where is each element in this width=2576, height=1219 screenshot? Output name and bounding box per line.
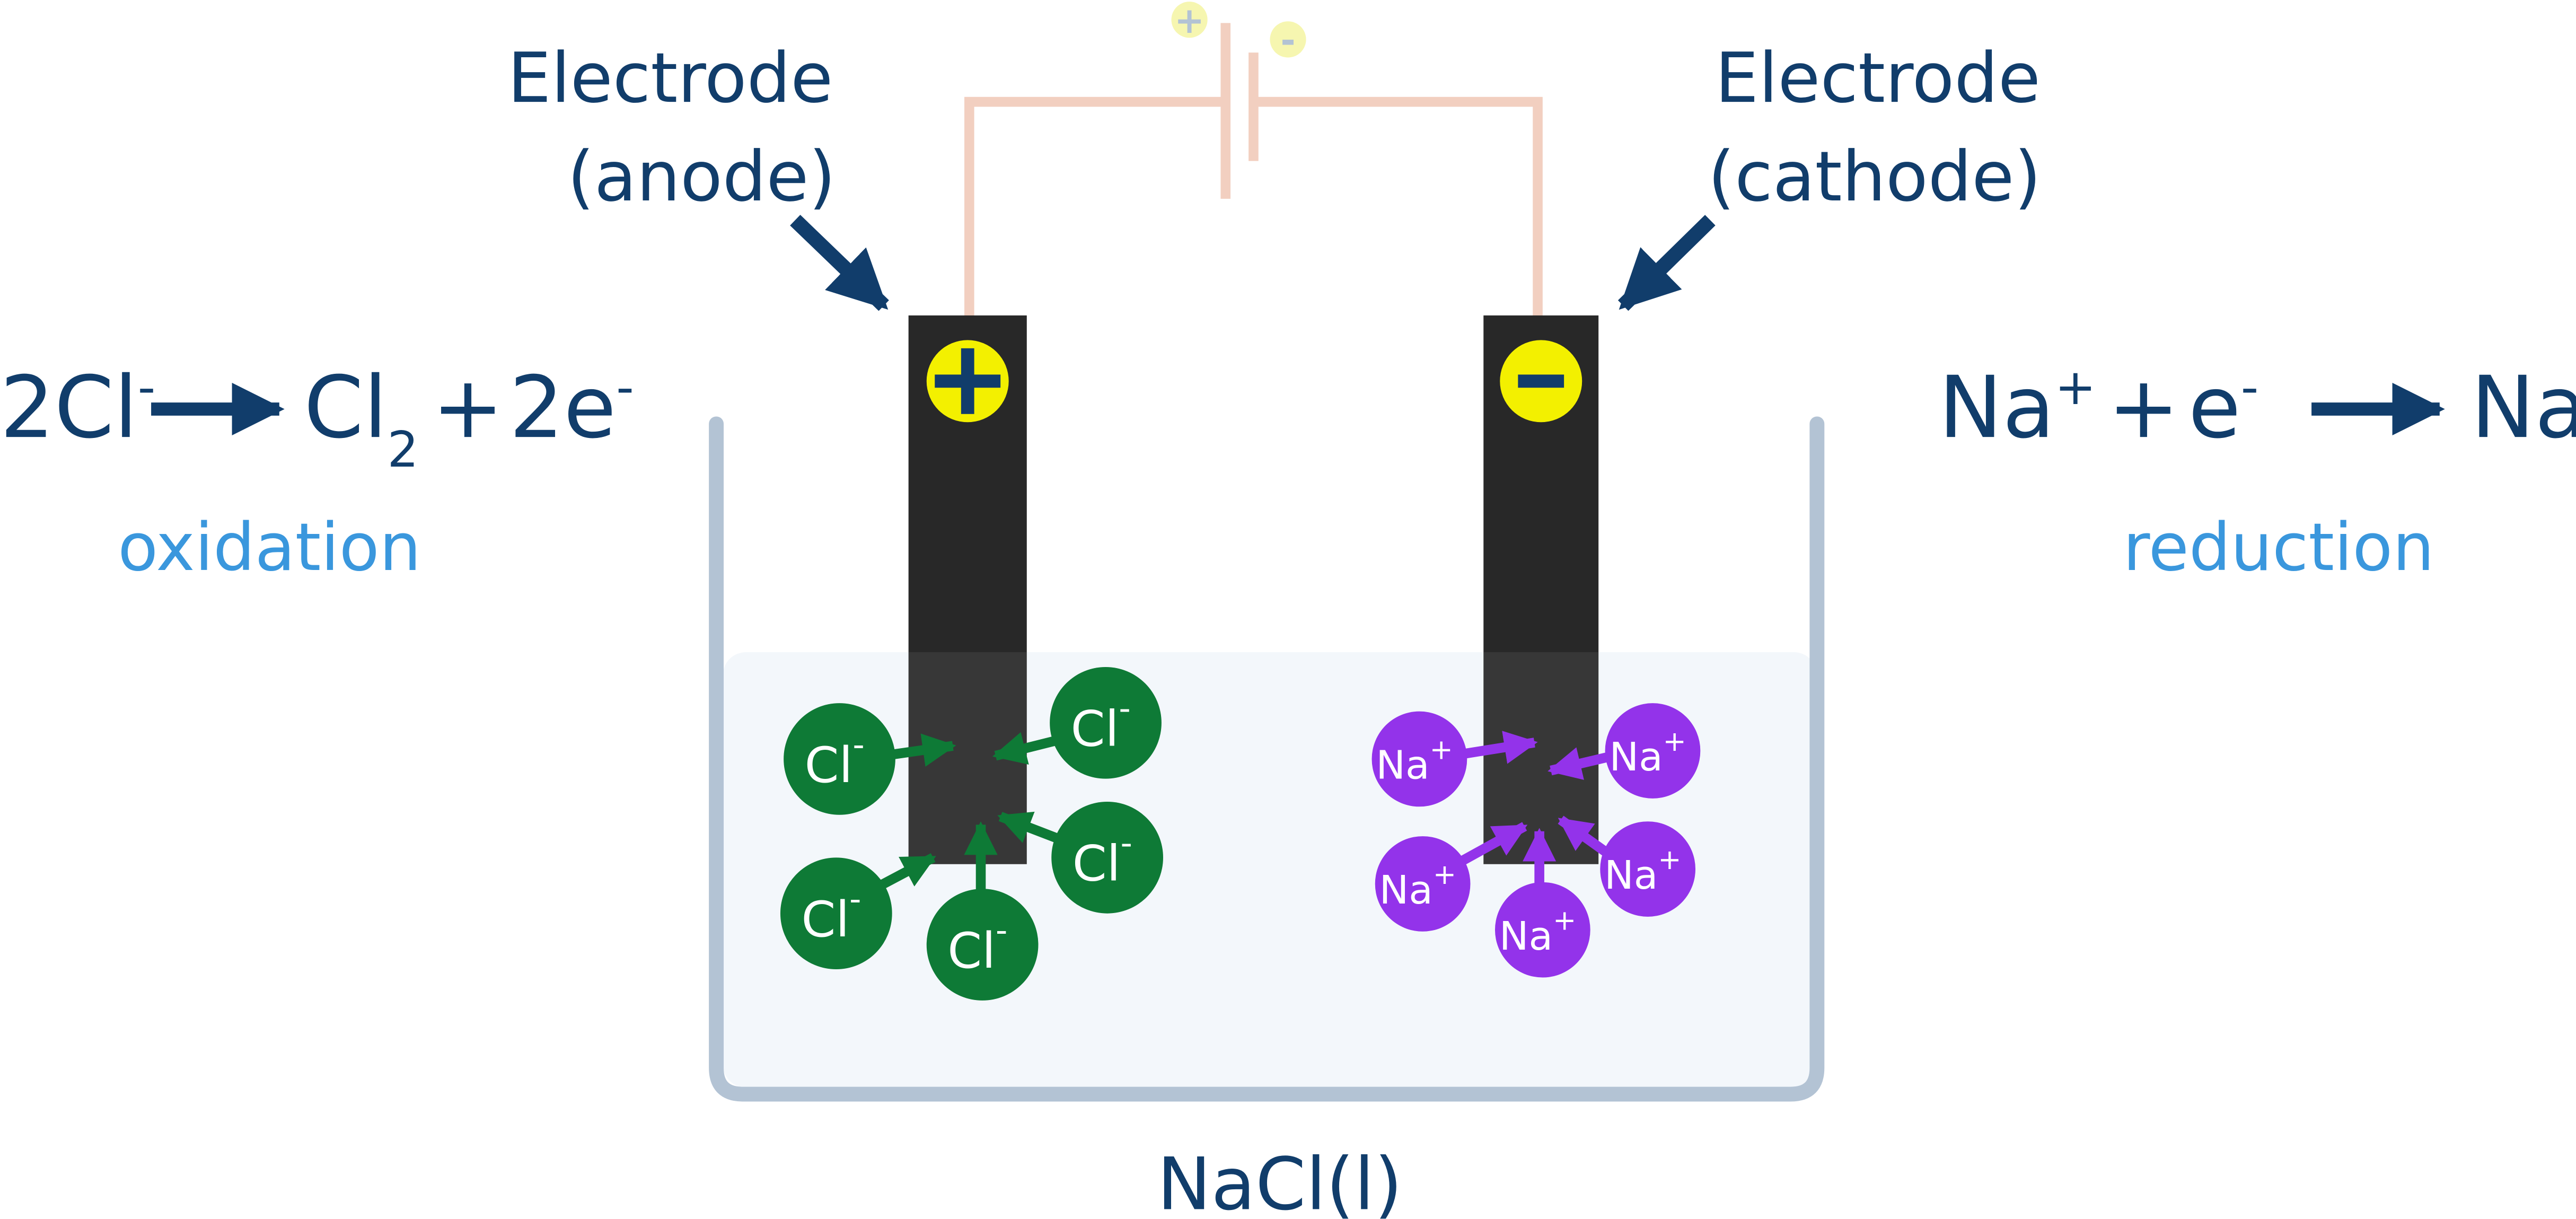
cathode-equation: Na+ + e- Na reduction [1939, 357, 2576, 586]
circuit-wire [964, 97, 1543, 321]
cathode-reactant2: e [2188, 357, 2241, 457]
sodium-ion: Na+ [1558, 815, 1696, 917]
cathode-label-line1: Electrode [1715, 38, 2041, 118]
chloride-ion-charge: - [996, 910, 1007, 949]
sodium-ion-symbol: Na [1499, 913, 1553, 959]
cathode-electrode [1483, 315, 1599, 864]
cathode-reactant2-charge: - [2241, 358, 2259, 416]
beaker [709, 416, 1825, 1102]
svg-text:Na+: Na+ [1604, 844, 1681, 898]
anode-equation: 2Cl- Cl2 + 2e- oxidation [0, 357, 634, 586]
chloride-ions: Cl- Cl- Cl- Cl- [780, 666, 1163, 1001]
svg-text:Na+: Na+ [1499, 905, 1576, 959]
chloride-ion-symbol: Cl [947, 922, 996, 979]
sodium-ion: Na+ [1371, 711, 1538, 807]
sodium-ion: Na+ [1494, 828, 1590, 978]
svg-text:Cl-: Cl- [801, 880, 861, 949]
cathode-reactant1-charge: + [2055, 358, 2096, 416]
svg-text:Cl-: Cl- [1072, 823, 1132, 892]
sodium-ion-charge: + [1553, 905, 1576, 937]
svg-text:Cl-: Cl- [1071, 689, 1131, 758]
cathode-reactant1: Na [1939, 357, 2055, 457]
sodium-ion-symbol: Na [1604, 852, 1658, 898]
cathode-pointer-arrow [1617, 215, 1716, 311]
sodium-ion-charge: + [1658, 844, 1681, 876]
anode-label-line1: Electrode [507, 38, 833, 118]
anode-product1: Cl [304, 357, 387, 457]
svg-text:Na+: Na+ [1939, 357, 2096, 457]
chloride-ion: Cl- [997, 802, 1163, 914]
anode-pointer-arrow [790, 215, 889, 311]
svg-text:2Cl-: 2Cl- [0, 357, 155, 457]
plus-icon [935, 348, 1001, 414]
svg-text:Na+: Na+ [1379, 858, 1456, 913]
sodium-ion-symbol: Na [1609, 734, 1663, 780]
battery-negative-terminal [1270, 21, 1306, 58]
cathode-plus: + [2108, 357, 2179, 457]
anode-electrode [908, 315, 1027, 864]
chloride-ion: Cl- [992, 666, 1162, 779]
chloride-ion-charge: - [1119, 689, 1130, 727]
battery-positive-terminal [1171, 2, 1208, 38]
chloride-ion: Cl- [784, 703, 956, 815]
sodium-ion: Na+ [1375, 822, 1528, 932]
svg-text:Cl-: Cl- [805, 725, 865, 794]
svg-text:Na+: Na+ [1376, 733, 1453, 788]
chloride-ion-symbol: Cl [1071, 700, 1119, 758]
chloride-ion: Cl- [780, 853, 936, 970]
sodium-ion: Na+ [1548, 703, 1701, 799]
chloride-ion-charge: - [852, 725, 864, 764]
sodium-ion-symbol: Na [1379, 867, 1433, 913]
oxidation-label: oxidation [118, 510, 421, 586]
battery-negative-symbol: - [1280, 20, 1295, 62]
svg-text:Cl-: Cl- [947, 910, 1007, 979]
chloride-ion-symbol: Cl [1072, 835, 1121, 892]
anode-plus: + [432, 357, 504, 457]
anode-label-line2: (anode) [567, 136, 836, 217]
battery: + - [1171, 0, 1306, 199]
reduction-label: reduction [2123, 510, 2434, 586]
sodium-ions: Na+ Na+ Na+ Na+ [1371, 703, 1701, 978]
anode-product2-charge: - [616, 358, 634, 416]
svg-text:Na+: Na+ [1609, 725, 1686, 780]
svg-text:e-: e- [2188, 357, 2259, 457]
battery-positive-symbol: + [1174, 0, 1205, 42]
chloride-ion-charge: - [849, 880, 861, 918]
sodium-ion-charge: + [1430, 733, 1453, 766]
anode-product1-subscript: 2 [388, 421, 419, 478]
minus-icon [1518, 374, 1564, 388]
chloride-ion-charge: - [1121, 823, 1132, 862]
anode-reactant: 2Cl [0, 357, 138, 457]
sodium-ion-charge: + [1433, 858, 1456, 891]
chloride-ion: Cl- [926, 821, 1039, 1001]
svg-text:Cl2: Cl2 [304, 357, 418, 478]
chloride-ion-symbol: Cl [801, 891, 849, 948]
chloride-ion-symbol: Cl [805, 736, 853, 794]
sodium-ion-symbol: Na [1376, 742, 1429, 788]
electrolyte-label: NaCl(l) [1157, 1142, 1403, 1219]
cathode-label-line2: (cathode) [1708, 136, 2041, 217]
svg-text:2e-: 2e- [509, 357, 634, 457]
cathode-product: Na [2471, 357, 2576, 457]
sodium-ion-charge: + [1663, 725, 1686, 758]
anode-product2: 2e [509, 357, 617, 457]
